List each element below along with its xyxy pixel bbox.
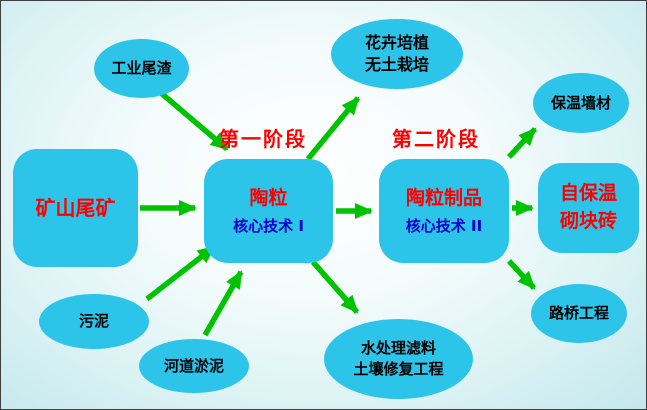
products-subtitle: 核心技术 II — [405, 217, 483, 236]
node-mine-tailings: 矿山尾矿 — [13, 149, 138, 267]
arrow-industrial-slag-to-ceramsite — [159, 90, 229, 152]
node-river-silt: 河道淤泥 — [139, 339, 249, 393]
road-bridge-label: 路桥工程 — [548, 304, 609, 322]
stage1-label: 第一阶段 — [219, 127, 307, 151]
arrow-river-silt-to-ceramsite — [202, 270, 244, 337]
mine-tailings-label: 矿山尾矿 — [35, 196, 116, 220]
river-silt-label: 河道淤泥 — [163, 356, 224, 375]
ceramsite-title: 陶粒 — [249, 186, 288, 209]
water-line1: 水处理滤料 — [360, 339, 436, 357]
node-sludge: 污泥 — [39, 294, 149, 349]
node-ceramsite-products: 陶粒制品 核心技术 II — [379, 159, 509, 263]
insulation-wall-label: 保温墙材 — [550, 93, 611, 112]
flower-line2: 无土栽培 — [364, 55, 429, 74]
flower-line1: 花卉培植 — [364, 32, 429, 52]
arrow-products-to-insulation-wall — [506, 127, 538, 159]
node-ceramsite: 陶粒 核心技术 I — [204, 159, 333, 263]
block-line2: 砌块砖 — [559, 210, 617, 232]
arrow-products-to-road-bridge — [506, 259, 537, 290]
products-title: 陶粒制品 — [405, 186, 482, 209]
ceramsite-subtitle: 核心技术 I — [233, 217, 304, 236]
sludge-label: 污泥 — [78, 312, 109, 330]
industrial-slag-label: 工业尾渣 — [111, 59, 172, 77]
node-self-insulating-block: 自保温 砌块砖 — [538, 163, 639, 253]
node-industrial-slag: 工业尾渣 — [94, 39, 189, 98]
stage2-label: 第二阶段 — [392, 127, 480, 151]
node-road-bridge: 路桥工程 — [531, 284, 627, 343]
node-insulation-wall: 保温墙材 — [533, 73, 629, 133]
arrow-ceramsite-to-flower — [305, 96, 361, 161]
node-water-treatment: 水处理滤料 土壤修复工程 — [324, 319, 473, 399]
arrow-ceramsite-to-water — [310, 260, 360, 314]
arrow-sludge-to-ceramsite — [145, 244, 216, 302]
water-line2: 土壤修复工程 — [353, 360, 444, 378]
block-line1: 自保温 — [559, 182, 617, 205]
node-flower-cultivation: 花卉培植 无土栽培 — [331, 19, 463, 89]
